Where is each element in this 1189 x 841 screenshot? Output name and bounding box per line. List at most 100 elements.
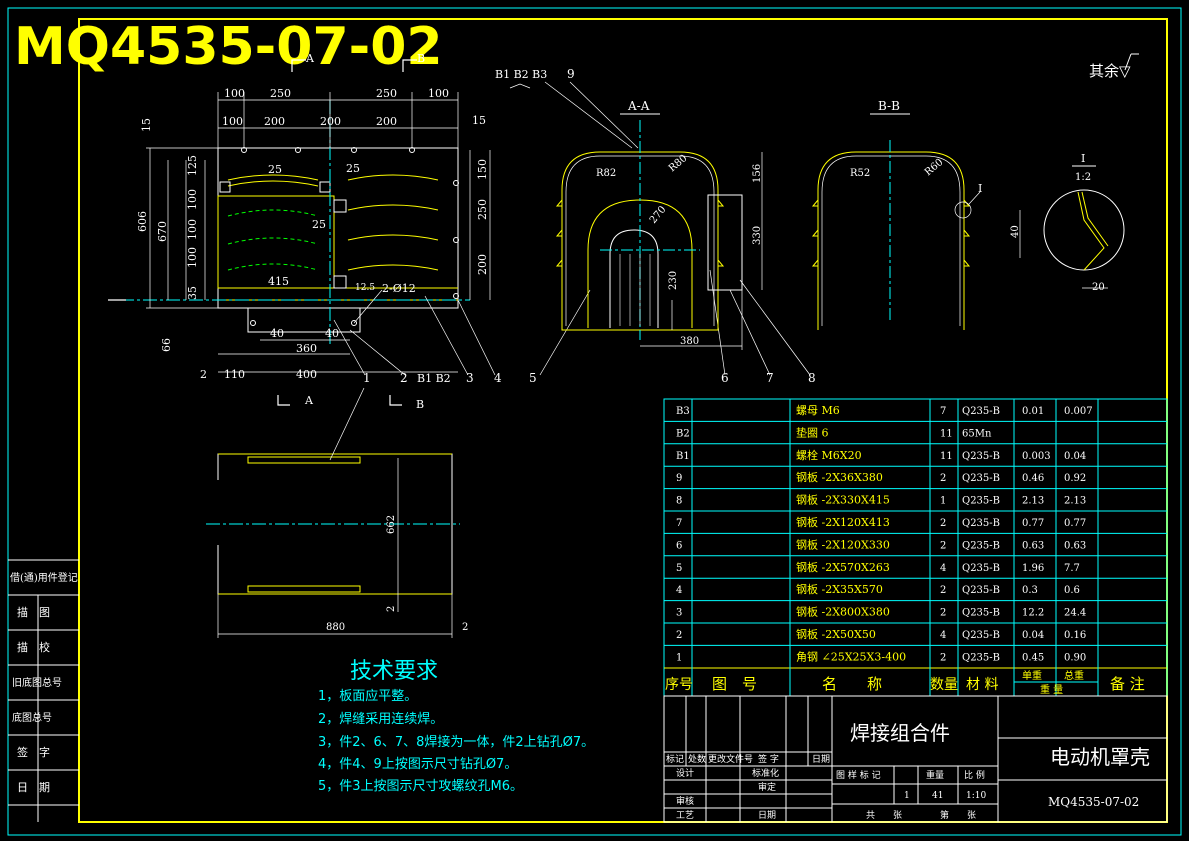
tb-rev-sign: 签 字 [758, 753, 779, 765]
dim-r250: 250 [476, 199, 489, 220]
tech-item-5: 5，件3上按图示尺寸攻螺纹孔M6。 [318, 779, 523, 794]
strip-label-5: 签 字 [17, 745, 50, 759]
bom-cell-unit: 0.003 [1022, 451, 1051, 462]
bom-cell-total: 0.77 [1064, 518, 1086, 529]
bom-cell-no: 8 [676, 496, 682, 507]
bom-cell-unit: 2.13 [1022, 496, 1044, 507]
bom-cell-no: 1 [676, 652, 682, 663]
detail-scale: 1:2 [1075, 172, 1091, 183]
dim-top-250b: 250 [376, 87, 397, 100]
strip-label-1: 描 图 [17, 605, 50, 619]
dim-25a: 25 [268, 163, 282, 176]
bom-cell-unit: 0.01 [1022, 406, 1044, 417]
bom-cell-qty: 2 [940, 652, 946, 663]
bom-cell-no: 9 [676, 473, 682, 484]
bom-cell-mat: Q235-B [962, 540, 1000, 551]
tech-item-3: 3，件2、6、7、8焊接为一体，件2上钻孔Ø7。 [318, 734, 594, 750]
bom-cell-unit: 0.45 [1022, 652, 1044, 663]
dim-r2-200c: 200 [376, 115, 397, 128]
dim-15b: 15 [472, 114, 486, 127]
bom-cell-name: 钢板 -2X35X570 [796, 582, 883, 596]
bom-head-code: 图 号 [712, 675, 757, 693]
dim-plate-2a: 2 [386, 606, 397, 612]
dim-125: 125 [186, 155, 199, 176]
tb-weight: 41 [932, 791, 943, 801]
strip-label-2: 描 校 [17, 640, 50, 654]
bom-cell-unit: 0.04 [1022, 630, 1044, 641]
bom-cell-name: 角钢 ∠25X25X3-400 [796, 650, 906, 663]
tb-drawing-number: MQ4535-07-02 [1048, 795, 1139, 809]
dim-plate-2b: 2 [462, 622, 468, 633]
bom-head-mat: 材 料 [966, 677, 998, 693]
bom-cell-unit: 0.3 [1022, 585, 1038, 596]
tech-item-1: 1，板面应平整。 [318, 688, 417, 704]
bom-cell-name: 钢板 -2X120X330 [796, 537, 890, 551]
bom-cell-name: 钢板 -2X330X415 [796, 493, 890, 507]
dim-100c: 100 [186, 247, 199, 268]
bom-cell-qty: 11 [940, 451, 953, 462]
bom-cell-mat: Q235-B [962, 630, 1000, 641]
detail-i-view [1019, 165, 1125, 289]
tb-design: 设计 [676, 767, 694, 779]
bom-cell-mat: Q235-B [962, 496, 1000, 507]
tb-date: 日期 [758, 810, 776, 821]
bom-cell-total: 0.007 [1064, 406, 1093, 417]
tb-approve: 审定 [758, 781, 776, 793]
bom-cell-qty: 2 [940, 540, 946, 551]
dim-r2-100: 100 [222, 115, 243, 128]
strip-label-6: 日 期 [17, 781, 50, 794]
bom-cell-total: 0.63 [1064, 540, 1086, 551]
front-view [108, 59, 496, 406]
section-a-label-bottom: A [304, 394, 314, 407]
dim-r2-200a: 200 [264, 115, 285, 128]
balloon-3: 3 [466, 371, 474, 385]
bom-cell-no: 2 [676, 630, 682, 641]
dim-2-phi12: 2-Ø12 [382, 282, 416, 295]
detail-ref-label: I [978, 182, 982, 195]
dim-100b: 100 [186, 219, 199, 240]
section-a-label-top: A [305, 52, 315, 65]
bom-cell-unit: 0.46 [1022, 473, 1044, 484]
bom-head-total: 总重 [1064, 669, 1084, 682]
dim-400: 400 [296, 368, 317, 381]
balloon-5: 5 [529, 371, 537, 385]
bom-cell-mat: Q235-B [962, 518, 1000, 529]
balloon-b1b2: B1 B2 [417, 372, 451, 385]
bom-cell-name: 钢板 -2X50X50 [796, 627, 876, 641]
balloon-8: 8 [808, 371, 816, 385]
bom-cell-unit: 1.96 [1022, 563, 1044, 574]
strip-label-3: 旧底图总号 [12, 676, 62, 689]
bom-cell-no: 7 [676, 518, 682, 529]
dim-aa-230: 230 [668, 271, 679, 290]
bom-cell-qty: 2 [940, 585, 946, 596]
dim-12-5: 12.5 [355, 283, 375, 293]
bom-cell-no: 5 [676, 563, 682, 574]
dim-15a: 15 [140, 118, 153, 132]
dim-606: 606 [136, 211, 149, 232]
dim-25b: 25 [346, 162, 360, 175]
dim-100a: 100 [186, 189, 199, 210]
dim-aa-r82: R82 [596, 168, 616, 179]
bom-cell-unit: 0.77 [1022, 518, 1044, 529]
dim-415: 415 [268, 275, 289, 288]
section-bb-title: B-B [878, 99, 900, 113]
dim-670: 670 [156, 221, 169, 242]
bom-cell-qty: 7 [940, 406, 946, 417]
tb-stage-label: 图 样 标 记 [836, 769, 881, 781]
bom-cell-name: 螺母 M6 [796, 404, 840, 417]
bom-cell-total: 0.16 [1064, 630, 1086, 641]
bom-cell-name: 钢板 -2X36X380 [796, 470, 883, 484]
dim-det-40: 40 [1010, 225, 1021, 238]
tb-review: 审核 [676, 795, 694, 807]
dim-r2-200b: 200 [320, 115, 341, 128]
tb-weight-label: 重量 [926, 769, 944, 781]
dim-aa-330: 330 [752, 226, 763, 245]
bom-cell-no: B3 [676, 406, 690, 417]
dim-bb-r52: R52 [850, 168, 870, 179]
tb-count: 1 [904, 791, 910, 801]
tech-requirements-title: 技术要求 [350, 659, 438, 684]
bom-cell-name: 螺栓 M6X20 [796, 448, 862, 462]
section-b-label-bottom: B [416, 398, 424, 411]
bom-cell-total: 0.90 [1064, 652, 1086, 663]
